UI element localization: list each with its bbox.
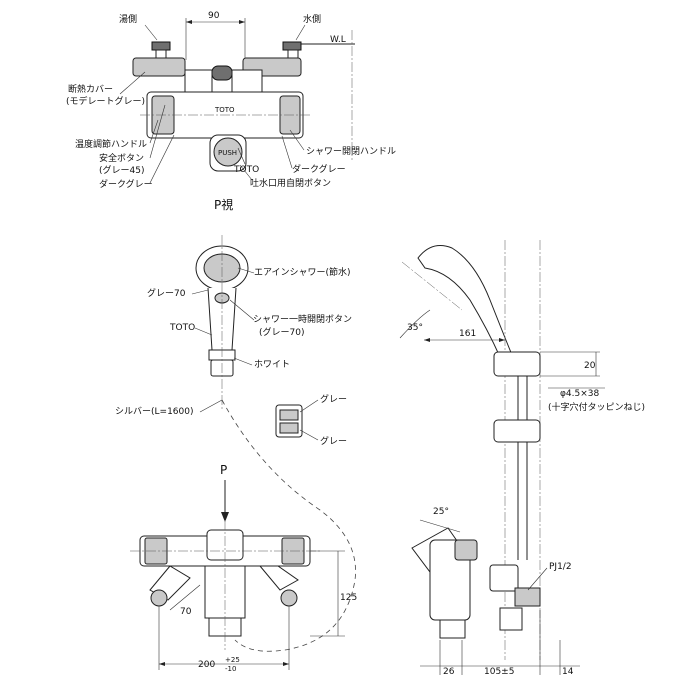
side-union [489,564,519,592]
angle-35-label: 35° [407,323,423,333]
cold-inlet-nut [282,41,302,51]
upper-slide-holder [493,351,541,377]
top-connector-left [184,69,213,95]
insulation-cover-color: (モデレートグレー) [66,95,145,107]
hose-label: シルバー(L=1600) [115,406,193,417]
toto-handle-label: TOTO [169,323,195,333]
one-time-button-label: シャワー一時開閉ボタン [253,314,352,325]
shower-head-view: エアインシャワー(節水) グレー70 シャワー一時開閉ボタン (グレー70) T… [115,235,356,652]
screw-note-label: (十字穴付タッピンねじ) [548,401,645,413]
spout-button-label: 吐水口用自閉ボタン [250,177,331,189]
dim-14-label: 14 [562,667,574,677]
insulation-cover-label: 断熱カバー [68,83,113,95]
safety-button-label: 安全ボタン [99,152,144,164]
hot-elbow [132,57,186,77]
p-view-title: P視 [214,197,233,212]
side-faucet-view: 25° PJ1/2 26 105±5 14 [411,507,580,677]
dim-125-label: 125 [340,593,357,603]
tol-plus-label: +25 [225,656,240,664]
air-in-shower-label: エアインシャワー(節水) [254,266,351,278]
dim-105-label: 105±5 [484,667,514,677]
side-shower-head [417,245,513,358]
temp-handle-label: 温度調節ハンドル [75,138,147,150]
spout-push-button[interactable] [213,137,243,167]
body-brand-mark: TOTO [214,106,235,114]
white-label: ホワイト [254,359,290,370]
shower-handle-label: シャワー開閉ハンドル [306,146,396,157]
hot-side-label: 湯側 [119,13,137,25]
tol-minus-label: -10 [225,665,236,673]
holder-detail: グレー グレー [275,393,347,447]
top-cap [211,65,233,81]
cold-leg [258,565,299,591]
holder-bottom-part [279,422,299,434]
side-wall-fitting [514,587,541,607]
dim-26-label: 26 [443,667,455,677]
water-level-label: W.L [330,35,346,45]
side-spout [439,619,466,639]
lower-slide-holder [493,419,541,443]
holder-top-part [279,409,299,421]
dim-200-label: 200 [198,660,215,670]
holder-grey-top-label: グレー [320,393,347,405]
dark-grey-left-label: ダークグレー [99,178,153,190]
top-connector-right [231,69,263,95]
cold-union [280,589,298,607]
front-view: P 70 125 200 +25 -10 [130,463,357,673]
p-view: 90 湯側 水側 W.L TOTO PUSH 断熱カバー (モデレートグレー) [66,11,396,212]
grey70-label: グレー70 [147,287,186,299]
hot-union [150,589,168,607]
toto-callout-label: TOTO [233,165,259,175]
thread-label: PJ1/2 [549,562,572,572]
cold-side-label: 水側 [303,13,321,25]
hot-inlet-nut [151,41,171,51]
side-knob[interactable] [454,539,478,561]
dim-70-label: 70 [180,607,192,617]
p-arrow-label: P [220,463,227,477]
screw-label: φ4.5×38 [560,389,600,399]
dim-20-label: 20 [584,361,596,371]
side-pipe [499,607,523,631]
angle-25-label: 25° [433,507,449,517]
push-text: PUSH [218,149,237,157]
holder-grey-bottom-label: グレー [320,435,347,447]
dim-90-label: 90 [208,11,220,21]
one-time-button-color: (グレー70) [259,326,304,338]
dark-grey-right-label: ダークグレー [292,163,346,175]
dim-161-label: 161 [459,329,476,339]
safety-button-color: (グレー45) [99,164,144,176]
